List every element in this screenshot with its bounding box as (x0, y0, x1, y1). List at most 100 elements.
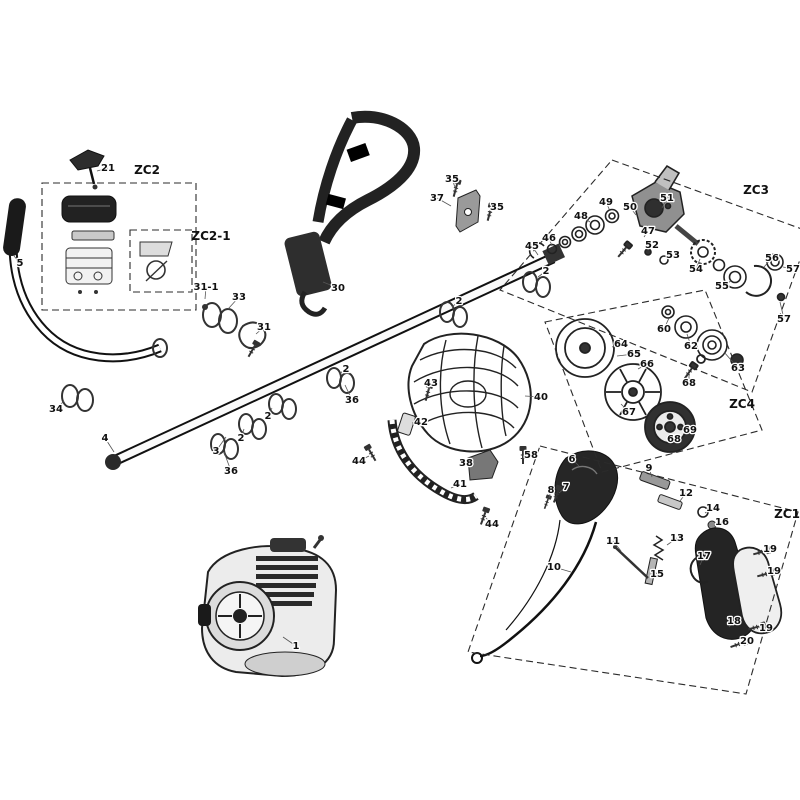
part-number-56: 56 (765, 253, 779, 264)
part-number-53: 53 (666, 250, 680, 261)
callout-leader (643, 230, 649, 238)
part-number-69: 69 (683, 425, 697, 436)
callout-leader (762, 548, 771, 554)
part-number-15: 15 (650, 569, 664, 580)
callout-leader (344, 384, 353, 401)
callout-leader (451, 178, 457, 191)
callout-leader (661, 197, 668, 209)
zone-label-zc2: ZC2 (134, 163, 160, 177)
part-number-21: 21 (101, 163, 115, 174)
callout-leader (485, 517, 493, 525)
part-number-38: 38 (459, 458, 473, 469)
bar-clamp-set (202, 302, 267, 360)
part-number-48: 48 (574, 211, 588, 222)
callout-leader (282, 636, 297, 647)
part-number-42: 42 (414, 417, 428, 428)
guard-bracket (362, 381, 492, 527)
part-number-44: 44 (485, 519, 499, 530)
callout-leader (684, 425, 691, 431)
part-number-19: 19 (767, 566, 781, 577)
handle-knob (69, 149, 105, 190)
part-number-2: 2 (343, 364, 350, 375)
part-number-37: 37 (430, 193, 444, 204)
part-number-30: 30 (331, 283, 345, 294)
shoulder-harness (284, 110, 421, 317)
callout-leader (465, 462, 475, 467)
choke-bracket (139, 241, 173, 282)
callout-leader (704, 507, 714, 514)
callout-leader (531, 245, 539, 256)
hanger-bracket (449, 177, 497, 233)
part-number-44: 44 (352, 456, 366, 467)
callout-leader (637, 363, 648, 370)
part-number-12: 12 (679, 488, 693, 499)
part-number-19: 19 (759, 623, 773, 634)
zone-label-zc4: ZC4 (729, 397, 755, 411)
callout-leader (605, 201, 611, 212)
part-number-10: 10 (547, 562, 561, 573)
part-number-18: 18 (727, 616, 741, 627)
callout-leader (695, 258, 701, 270)
part-number-3: 3 (213, 446, 220, 457)
callout-leader (612, 540, 622, 552)
engine (198, 535, 338, 678)
part-number-50: 50 (623, 202, 637, 213)
callout-leader (679, 492, 687, 502)
part-number-41: 41 (453, 479, 467, 490)
part-number-47: 47 (641, 226, 655, 237)
callout-leader (728, 620, 735, 628)
callout-leader (411, 421, 422, 424)
callout-leader (571, 458, 580, 467)
callout-leader (620, 403, 630, 413)
zone-label-zc3: ZC3 (743, 183, 769, 197)
callout-leader (616, 353, 635, 357)
callout-leader (240, 428, 245, 439)
guard-holder (467, 445, 528, 481)
part-number-45: 45 (525, 241, 539, 252)
part-number-52: 52 (645, 240, 659, 251)
callout-leader (13, 255, 21, 264)
part-number-43: 43 (424, 378, 438, 389)
callout-leader (666, 254, 674, 260)
part-number-51: 51 (660, 193, 674, 204)
part-number-58: 58 (524, 450, 538, 461)
part-number-17: 17 (697, 551, 711, 562)
callout-leader (763, 257, 773, 268)
callout-leader (699, 555, 705, 566)
callout-leader (267, 407, 273, 417)
part-number-36: 36 (345, 395, 359, 406)
part-number-57: 57 (777, 314, 791, 325)
part-number-6: 6 (569, 454, 576, 465)
handlebar-clamp (61, 384, 94, 412)
clutch-parts (555, 318, 706, 453)
part-number-55: 55 (715, 281, 729, 292)
callout-leader (739, 640, 748, 645)
callout-leader (580, 215, 591, 223)
carburetor (65, 247, 113, 294)
callout-leader (648, 467, 653, 478)
part-number-14: 14 (706, 503, 720, 514)
part-number-16: 16 (715, 517, 729, 528)
callout-leader (322, 281, 339, 289)
throttle-assembly (471, 450, 783, 664)
callout-leader (537, 270, 547, 278)
part-number-67: 67 (622, 407, 636, 418)
zone-label-zc1: ZC1 (774, 507, 800, 521)
part-number-19: 19 (763, 544, 777, 555)
part-number-13: 13 (670, 533, 684, 544)
callout-leader (686, 333, 692, 347)
part-number-31-1: 31-1 (193, 282, 218, 293)
zone-box-zc2-1 (129, 229, 193, 293)
part-number-66: 66 (640, 359, 654, 370)
callout-leader (766, 570, 775, 576)
callout-leader (524, 395, 542, 398)
air-filter-cover (61, 195, 117, 223)
part-number-20: 20 (740, 636, 754, 647)
part-number-31: 31 (257, 322, 271, 333)
callout-leader (204, 286, 207, 300)
guard-skirt (387, 419, 479, 504)
part-number-2: 2 (238, 433, 245, 444)
callout-leader (782, 266, 794, 270)
